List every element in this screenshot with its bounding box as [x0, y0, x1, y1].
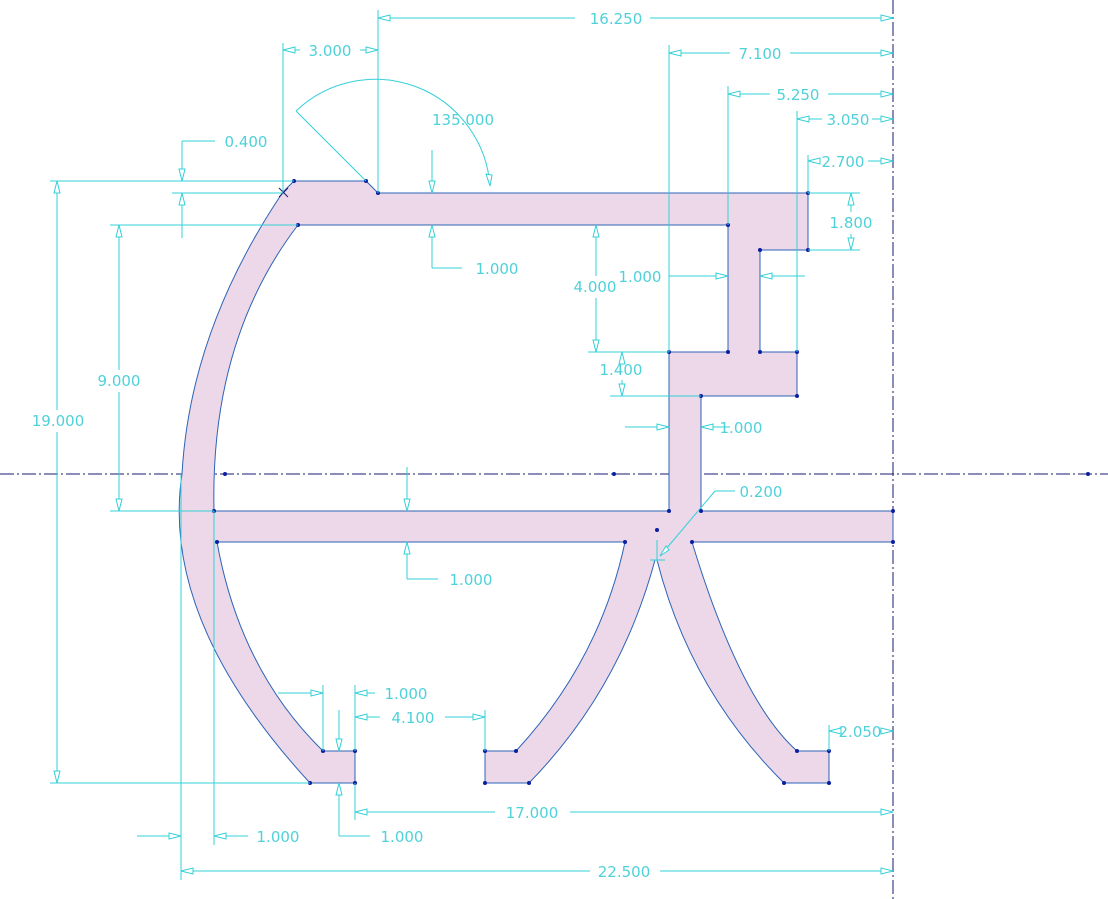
dim-17-000[interactable]: 17.000 — [506, 804, 559, 822]
dim-3-000[interactable]: 3.000 — [309, 42, 352, 60]
dim-2-700[interactable]: 2.700 — [822, 153, 865, 171]
dim-neck-width[interactable]: 1.000 — [720, 419, 763, 437]
dim-22-500[interactable]: 22.500 — [598, 863, 651, 881]
dim-19-000[interactable]: 19.000 — [32, 412, 85, 430]
dim-4-000[interactable]: 4.000 — [574, 278, 617, 296]
seal-profile[interactable] — [178, 179, 895, 785]
dim-bottom-left-1-000[interactable]: 1.000 — [257, 828, 300, 846]
profile-vertices — [212, 179, 895, 785]
top-bar[interactable] — [178, 180, 894, 784]
dim-1-400[interactable]: 1.400 — [600, 361, 643, 379]
dim-16-250[interactable]: 16.250 — [590, 10, 643, 28]
dim-foot-width[interactable]: 1.000 — [385, 685, 428, 703]
centerline-point — [1086, 472, 1090, 476]
dim-9-000[interactable]: 9.000 — [98, 372, 141, 390]
dim-angle-135[interactable]: 135.000 — [432, 111, 494, 129]
dim-0-200[interactable]: 0.200 — [740, 483, 783, 501]
dim-3-050[interactable]: 3.050 — [827, 111, 870, 129]
chamfer-marker — [278, 187, 289, 198]
dim-stem-width[interactable]: 1.000 — [619, 268, 662, 286]
centerline-point — [612, 472, 616, 476]
dim-mid-bar-thickness[interactable]: 1.000 — [450, 571, 493, 589]
centerline-point — [223, 472, 227, 476]
dimension-arrows — [53, 14, 894, 875]
dim-top-bar-thickness[interactable]: 1.000 — [476, 260, 519, 278]
dim-7-100[interactable]: 7.100 — [739, 45, 782, 63]
dim-1-800[interactable]: 1.800 — [830, 214, 873, 232]
dimension-labels: 16.250 7.100 5.250 3.050 2.700 3.000 135… — [32, 10, 882, 881]
dim-2-050[interactable]: 2.050 — [839, 723, 882, 741]
dim-0-400[interactable]: 0.400 — [225, 133, 268, 151]
dim-4-100[interactable]: 4.100 — [392, 709, 435, 727]
dim-5-250[interactable]: 5.250 — [777, 86, 820, 104]
dim-bottom-right-1-000[interactable]: 1.000 — [381, 828, 424, 846]
